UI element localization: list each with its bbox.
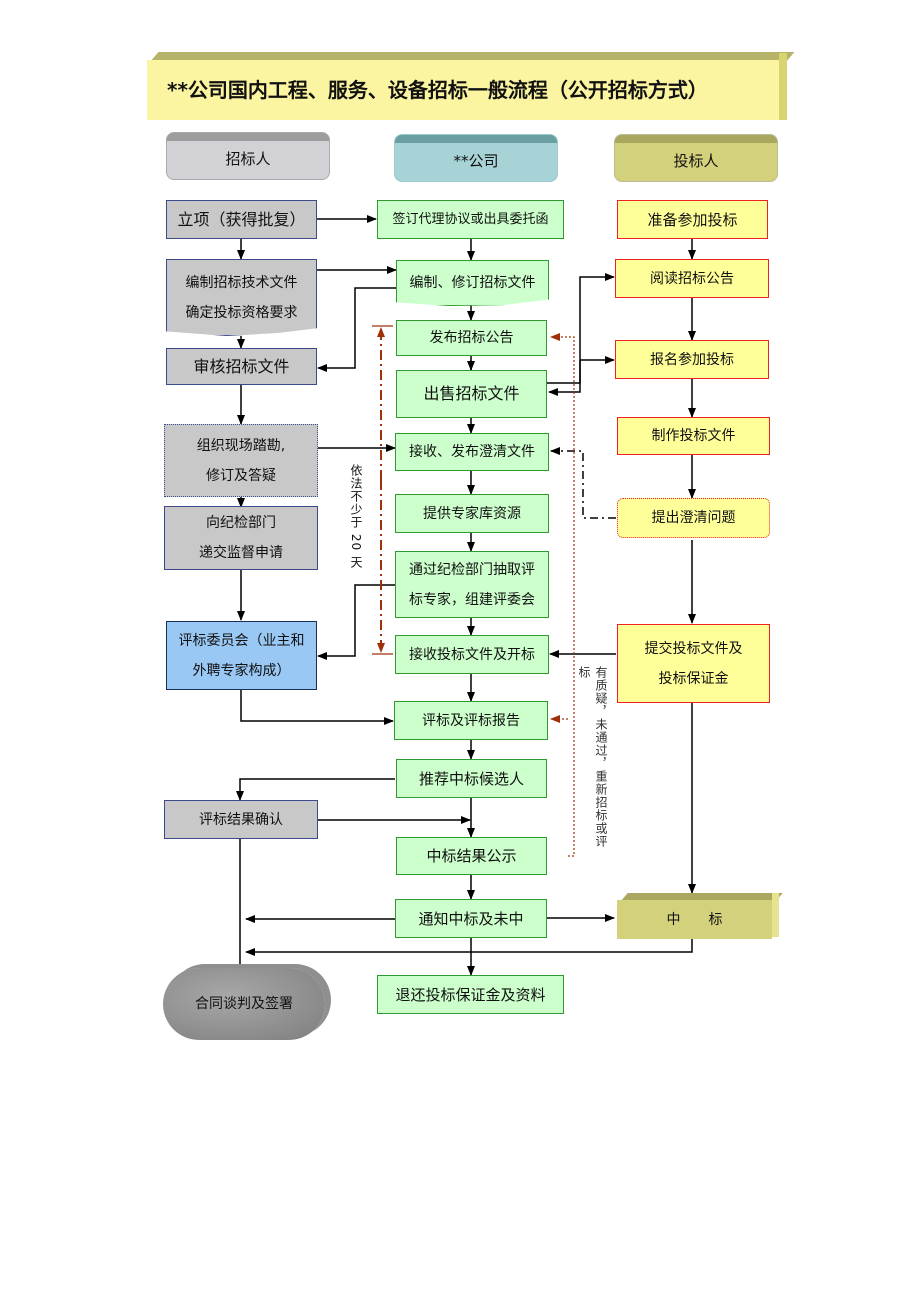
node-supervision-line2: 递交监督申请 (199, 545, 283, 561)
page-title-text: **公司国内工程、服务、设备招标一般流程（公开招标方式） (167, 78, 708, 102)
node-prepare-line1: 编制招标技术文件 (185, 274, 298, 291)
node-confirm-result: 评标结果确认 (164, 800, 318, 839)
lane-header-tenderer: 招标人 (166, 132, 330, 180)
node-select-experts-line1: 通过纪检部门抽取评 (409, 561, 535, 578)
arrow-questions-to-clarify (550, 447, 616, 519)
node-review-docs: 审核招标文件 (166, 348, 317, 385)
node-edit-docs-label: 编制、修订招标文件 (409, 275, 536, 291)
node-committee-line2: 外聘专家构成） (192, 662, 291, 679)
lane-header-company-label: **公司 (453, 152, 499, 170)
node-review-docs-label: 审核招标文件 (193, 356, 290, 376)
page-title: **公司国内工程、服务、设备招标一般流程（公开招标方式） (147, 60, 779, 120)
node-supervision: 向纪检部门 递交监督申请 (164, 506, 318, 570)
node-clarify-docs: 接收、发布澄清文件 (395, 433, 549, 471)
node-notify: 通知中标及未中 (395, 899, 547, 938)
node-win-label: 中 标 (666, 911, 723, 928)
node-submit-line1: 提交投标文件及 (644, 640, 743, 657)
node-recommend: 推荐中标候选人 (396, 759, 547, 798)
node-committee-line1: 评标委员会（业主和 (178, 632, 305, 649)
node-raise-questions: 提出澄清问题 (617, 498, 770, 538)
node-expert-pool: 提供专家库资源 (395, 494, 549, 533)
title-bar-side-face (779, 53, 787, 120)
annotation-objection: 有质疑，未通过，重新招标或评标 (576, 666, 610, 856)
annotation-objection-text: 有质疑，未通过，重新招标或评标 (577, 666, 608, 848)
lane-header-company: **公司 (394, 134, 558, 182)
arrow-edit-to-review (317, 287, 396, 372)
arrow-register-to-sell (548, 360, 581, 396)
node-publish-notice-label: 发布招标公告 (429, 330, 514, 346)
node-make-docs: 制作投标文件 (617, 417, 770, 455)
node-recommend-label: 推荐中标候选人 (418, 769, 524, 788)
node-raise-questions-label: 提出澄清问题 (651, 510, 736, 526)
node-expert-pool-label: 提供专家库资源 (423, 505, 521, 522)
annotation-min-days-text: 依法不少于 20 天 (349, 464, 363, 569)
node-approval: 立项（获得批复） (166, 200, 317, 239)
arrow-win-to-left (245, 939, 693, 956)
node-open-bids: 接收投标文件及开标 (395, 635, 549, 674)
objection-loop-line (550, 333, 575, 857)
node-sell-docs: 出售招标文件 (396, 370, 547, 418)
arrow-committee-to-evaluate (240, 690, 394, 725)
node-evaluate-label: 评标及评标报告 (422, 712, 520, 729)
node-sell-docs-label: 出售招标文件 (423, 384, 520, 403)
node-publicize: 中标结果公示 (396, 837, 547, 875)
node-contract: 合同谈判及签署 (163, 968, 325, 1040)
node-supervision-line1: 向纪检部门 (206, 515, 276, 531)
node-make-docs-label: 制作投标文件 (651, 428, 736, 444)
node-select-experts: 通过纪检部门抽取评 标专家，组建评委会 (395, 551, 549, 618)
node-register: 报名参加投标 (615, 340, 769, 379)
node-notify-label: 通知中标及未中 (418, 909, 524, 928)
arrow-experts-to-committee (317, 584, 395, 660)
node-edit-docs: 编制、修订招标文件 (396, 260, 549, 306)
node-publish-notice: 发布招标公告 (396, 320, 547, 356)
annotation-min-days: 依法不少于 20 天 (348, 464, 365, 569)
arrow-recommend-to-confirm (236, 778, 395, 801)
node-committee: 评标委员会（业主和 外聘专家构成） (166, 621, 317, 690)
node-prepare-bid: 准备参加投标 (617, 200, 768, 239)
node-prepare-tech-docs: 编制招标技术文件 确定投标资格要求 (166, 259, 317, 336)
node-contract-label: 合同谈判及签署 (195, 996, 293, 1012)
node-submit-line2: 投标保证金 (658, 670, 729, 687)
node-refund-label: 退还投标保证金及资料 (395, 985, 546, 1004)
node-site-visit: 组织现场踏勘, 修订及答疑 (164, 424, 318, 497)
node-read-notice-label: 阅读招标公告 (650, 270, 734, 287)
node-refund: 退还投标保证金及资料 (377, 975, 564, 1014)
node-register-label: 报名参加投标 (650, 351, 734, 368)
lane-header-tenderer-label: 招标人 (225, 150, 271, 168)
node-publicize-label: 中标结果公示 (426, 847, 517, 865)
node-clarify-docs-label: 接收、发布澄清文件 (409, 444, 535, 460)
node-win-side-face (772, 893, 779, 937)
node-confirm-result-label: 评标结果确认 (199, 811, 283, 828)
node-prepare-line2: 确定投标资格要求 (185, 304, 298, 321)
lane-header-bidder: 投标人 (614, 134, 778, 182)
node-prepare-bid-label: 准备参加投标 (647, 210, 738, 229)
lane-header-bidder-label: 投标人 (673, 152, 719, 170)
node-site-visit-line1: 组织现场踏勘, (196, 437, 286, 454)
node-select-experts-line2: 标专家，组建评委会 (409, 591, 535, 608)
node-evaluate: 评标及评标报告 (394, 701, 548, 740)
node-site-visit-line2: 修订及答疑 (206, 467, 276, 484)
node-approval-label: 立项（获得批复） (177, 209, 306, 229)
node-submit-bid: 提交投标文件及 投标保证金 (617, 624, 770, 703)
node-agreement: 签订代理协议或出具委托函 (377, 200, 564, 239)
node-open-bids-label: 接收投标文件及开标 (409, 646, 535, 663)
node-win: 中 标 (617, 900, 772, 939)
node-agreement-label: 签订代理协议或出具委托函 (392, 211, 549, 227)
node-read-notice: 阅读招标公告 (615, 259, 769, 298)
